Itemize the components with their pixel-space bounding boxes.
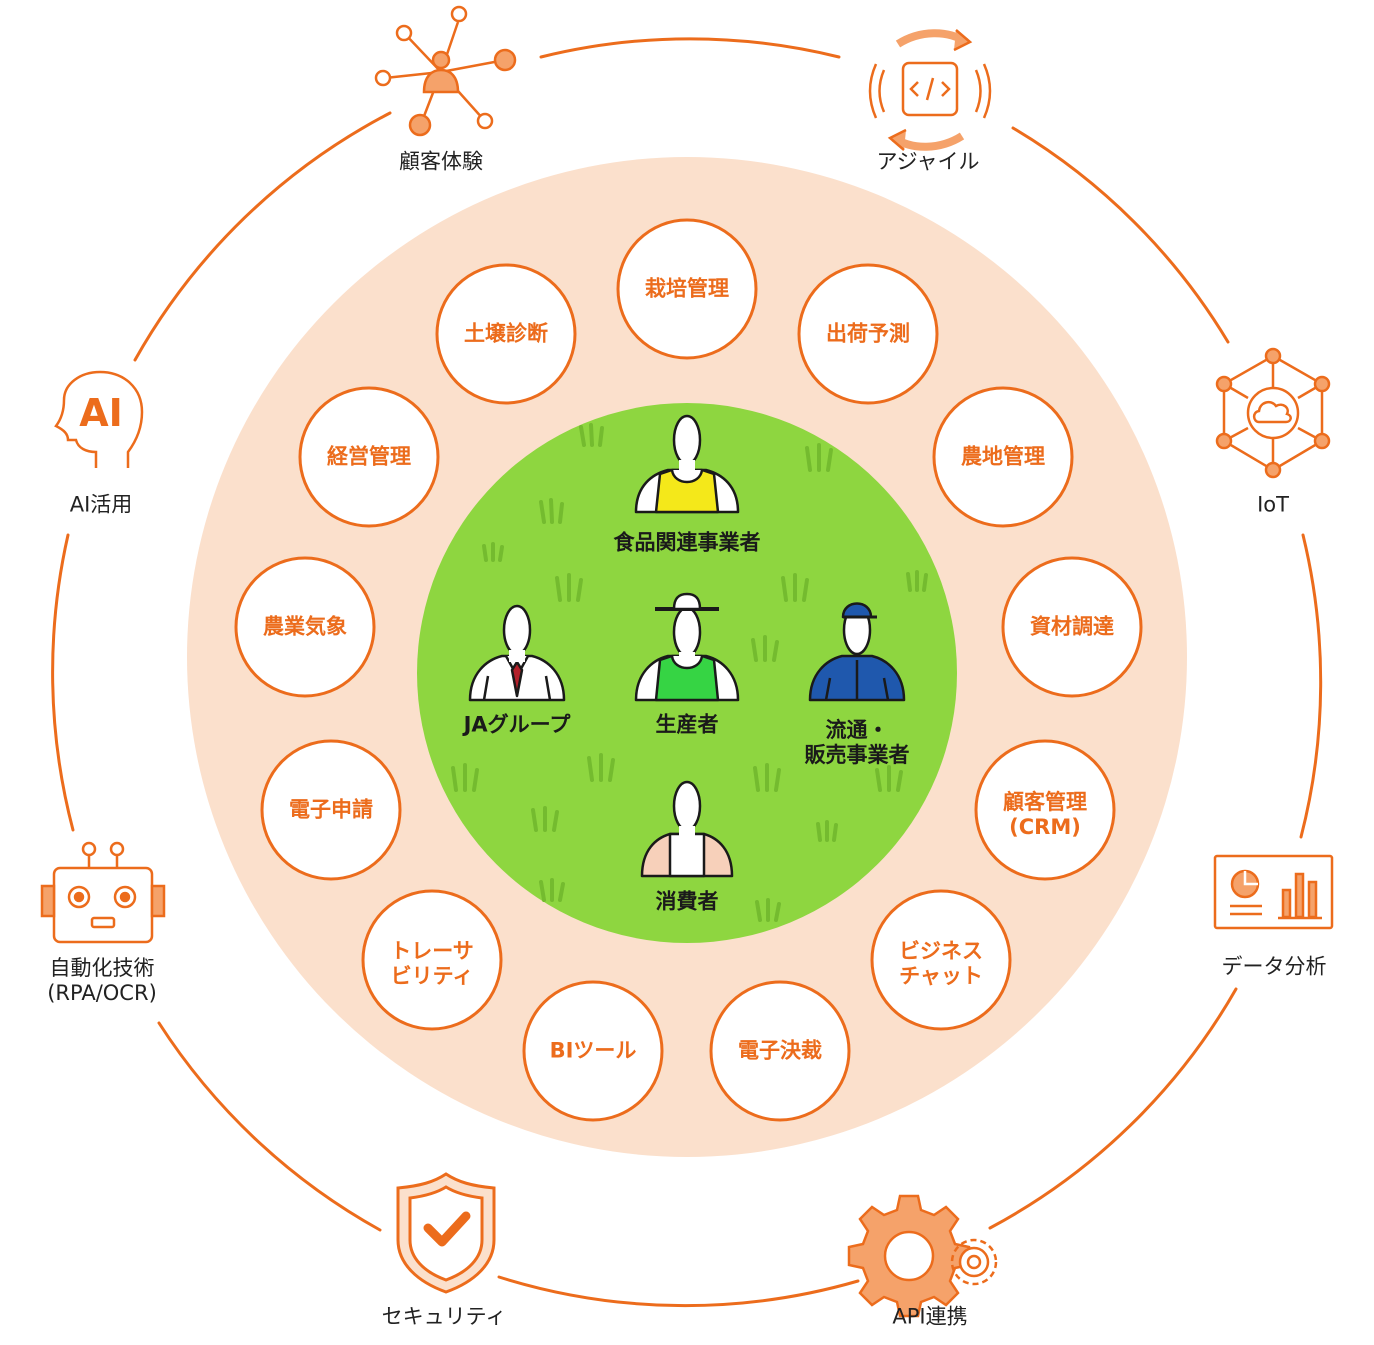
outer-label-automation-line1: 自動化技術: [49, 955, 155, 980]
consumer-person-icon: [640, 780, 734, 878]
service-label-traceability: トレーサ ビリティ: [390, 939, 474, 989]
outer-label-ai: AI活用: [69, 492, 133, 517]
service-label-management: 経営管理: [327, 444, 411, 469]
service-label-soil: 土壌診断: [464, 321, 548, 346]
stakeholder-label-consumer: 消費者: [655, 889, 719, 914]
service-label-business-chat-line2: チャット: [899, 964, 983, 988]
stakeholder-label-farmer: 生産者: [655, 712, 719, 737]
outer-label-agile: アジャイル: [876, 149, 980, 174]
data-analysis-icon: [1213, 854, 1334, 930]
service-circles: [234, 218, 1143, 1122]
service-label-e-approval: 電子決裁: [738, 1038, 822, 1063]
service-circle-e-approval[interactable]: [709, 980, 851, 1122]
service-circle-shipment-forecast[interactable]: [797, 263, 939, 405]
service-circle-cultivation[interactable]: [616, 218, 758, 360]
service-label-e-application: 電子申請: [289, 797, 373, 822]
service-circle-traceability[interactable]: [361, 889, 503, 1031]
service-circle-crm[interactable]: [974, 739, 1116, 881]
stakeholder-label-distributor: 流通・ 販売事業者: [805, 718, 910, 768]
outer-label-api: API連携: [892, 1304, 968, 1329]
ai-icon-text: AI: [79, 391, 123, 436]
service-label-cultivation: 栽培管理: [645, 276, 729, 301]
agile-cycle-icon: [868, 29, 992, 151]
service-circle-soil[interactable]: [435, 263, 577, 405]
service-circle-materials[interactable]: [1001, 556, 1143, 698]
outer-label-iot: IoT: [1257, 492, 1289, 517]
robot-icon: [40, 841, 166, 944]
grass-tufts: [451, 423, 928, 922]
service-label-business-chat: ビジネス チャット: [899, 939, 983, 989]
service-label-bi-tools: BIツール: [549, 1038, 637, 1063]
food-business-person-icon: [634, 414, 740, 514]
service-circle-e-application[interactable]: [260, 739, 402, 881]
service-label-shipment-forecast: 出荷予測: [826, 321, 910, 346]
ai-head-icon: [54, 370, 144, 468]
outer-label-automation-line2: (RPA/OCR): [47, 981, 157, 1005]
farmer-person-icon: [634, 592, 740, 702]
outer-label-data-analysis: データ分析: [1221, 954, 1327, 979]
service-label-business-chat-line1: ビジネス: [899, 938, 983, 963]
service-circle-farmland[interactable]: [932, 386, 1074, 528]
outer-label-security: セキュリティ: [381, 1304, 507, 1329]
gear-icon: [847, 1194, 998, 1318]
service-circle-business-chat[interactable]: [870, 889, 1012, 1031]
service-label-weather: 農業気象: [263, 614, 347, 639]
service-label-farmland: 農地管理: [961, 444, 1045, 469]
ja-group-person-icon: [468, 604, 566, 702]
service-circle-weather[interactable]: [234, 556, 376, 698]
service-label-traceability-line1: トレーサ: [390, 938, 474, 963]
network-person-icon: [374, 5, 517, 137]
service-label-materials: 資材調達: [1030, 614, 1114, 639]
outer-label-automation: 自動化技術 (RPA/OCR): [47, 956, 157, 1006]
service-label-traceability-line2: ビリティ: [390, 964, 474, 988]
distributor-person-icon: [808, 602, 906, 702]
stakeholder-label-ja-group: JAグループ: [463, 712, 571, 737]
iot-cloud-icon: [1215, 347, 1331, 479]
service-label-crm: 顧客管理 (CRM): [1003, 790, 1087, 840]
stakeholder-label-distributor-line1: 流通・: [825, 717, 889, 742]
stakeholder-label-distributor-line2: 販売事業者: [804, 743, 910, 767]
stakeholder-label-food-business: 食品関連事業者: [613, 530, 761, 555]
outer-label-customer-experience: 顧客体験: [399, 149, 483, 174]
service-label-crm-line1: 顧客管理: [1003, 789, 1087, 814]
shield-check-icon: [396, 1172, 496, 1294]
service-label-crm-line2: (CRM): [1009, 815, 1081, 839]
service-circle-bi-tools[interactable]: [522, 980, 664, 1122]
service-circle-management[interactable]: [298, 386, 440, 528]
outer-ring: [51, 37, 1323, 1308]
